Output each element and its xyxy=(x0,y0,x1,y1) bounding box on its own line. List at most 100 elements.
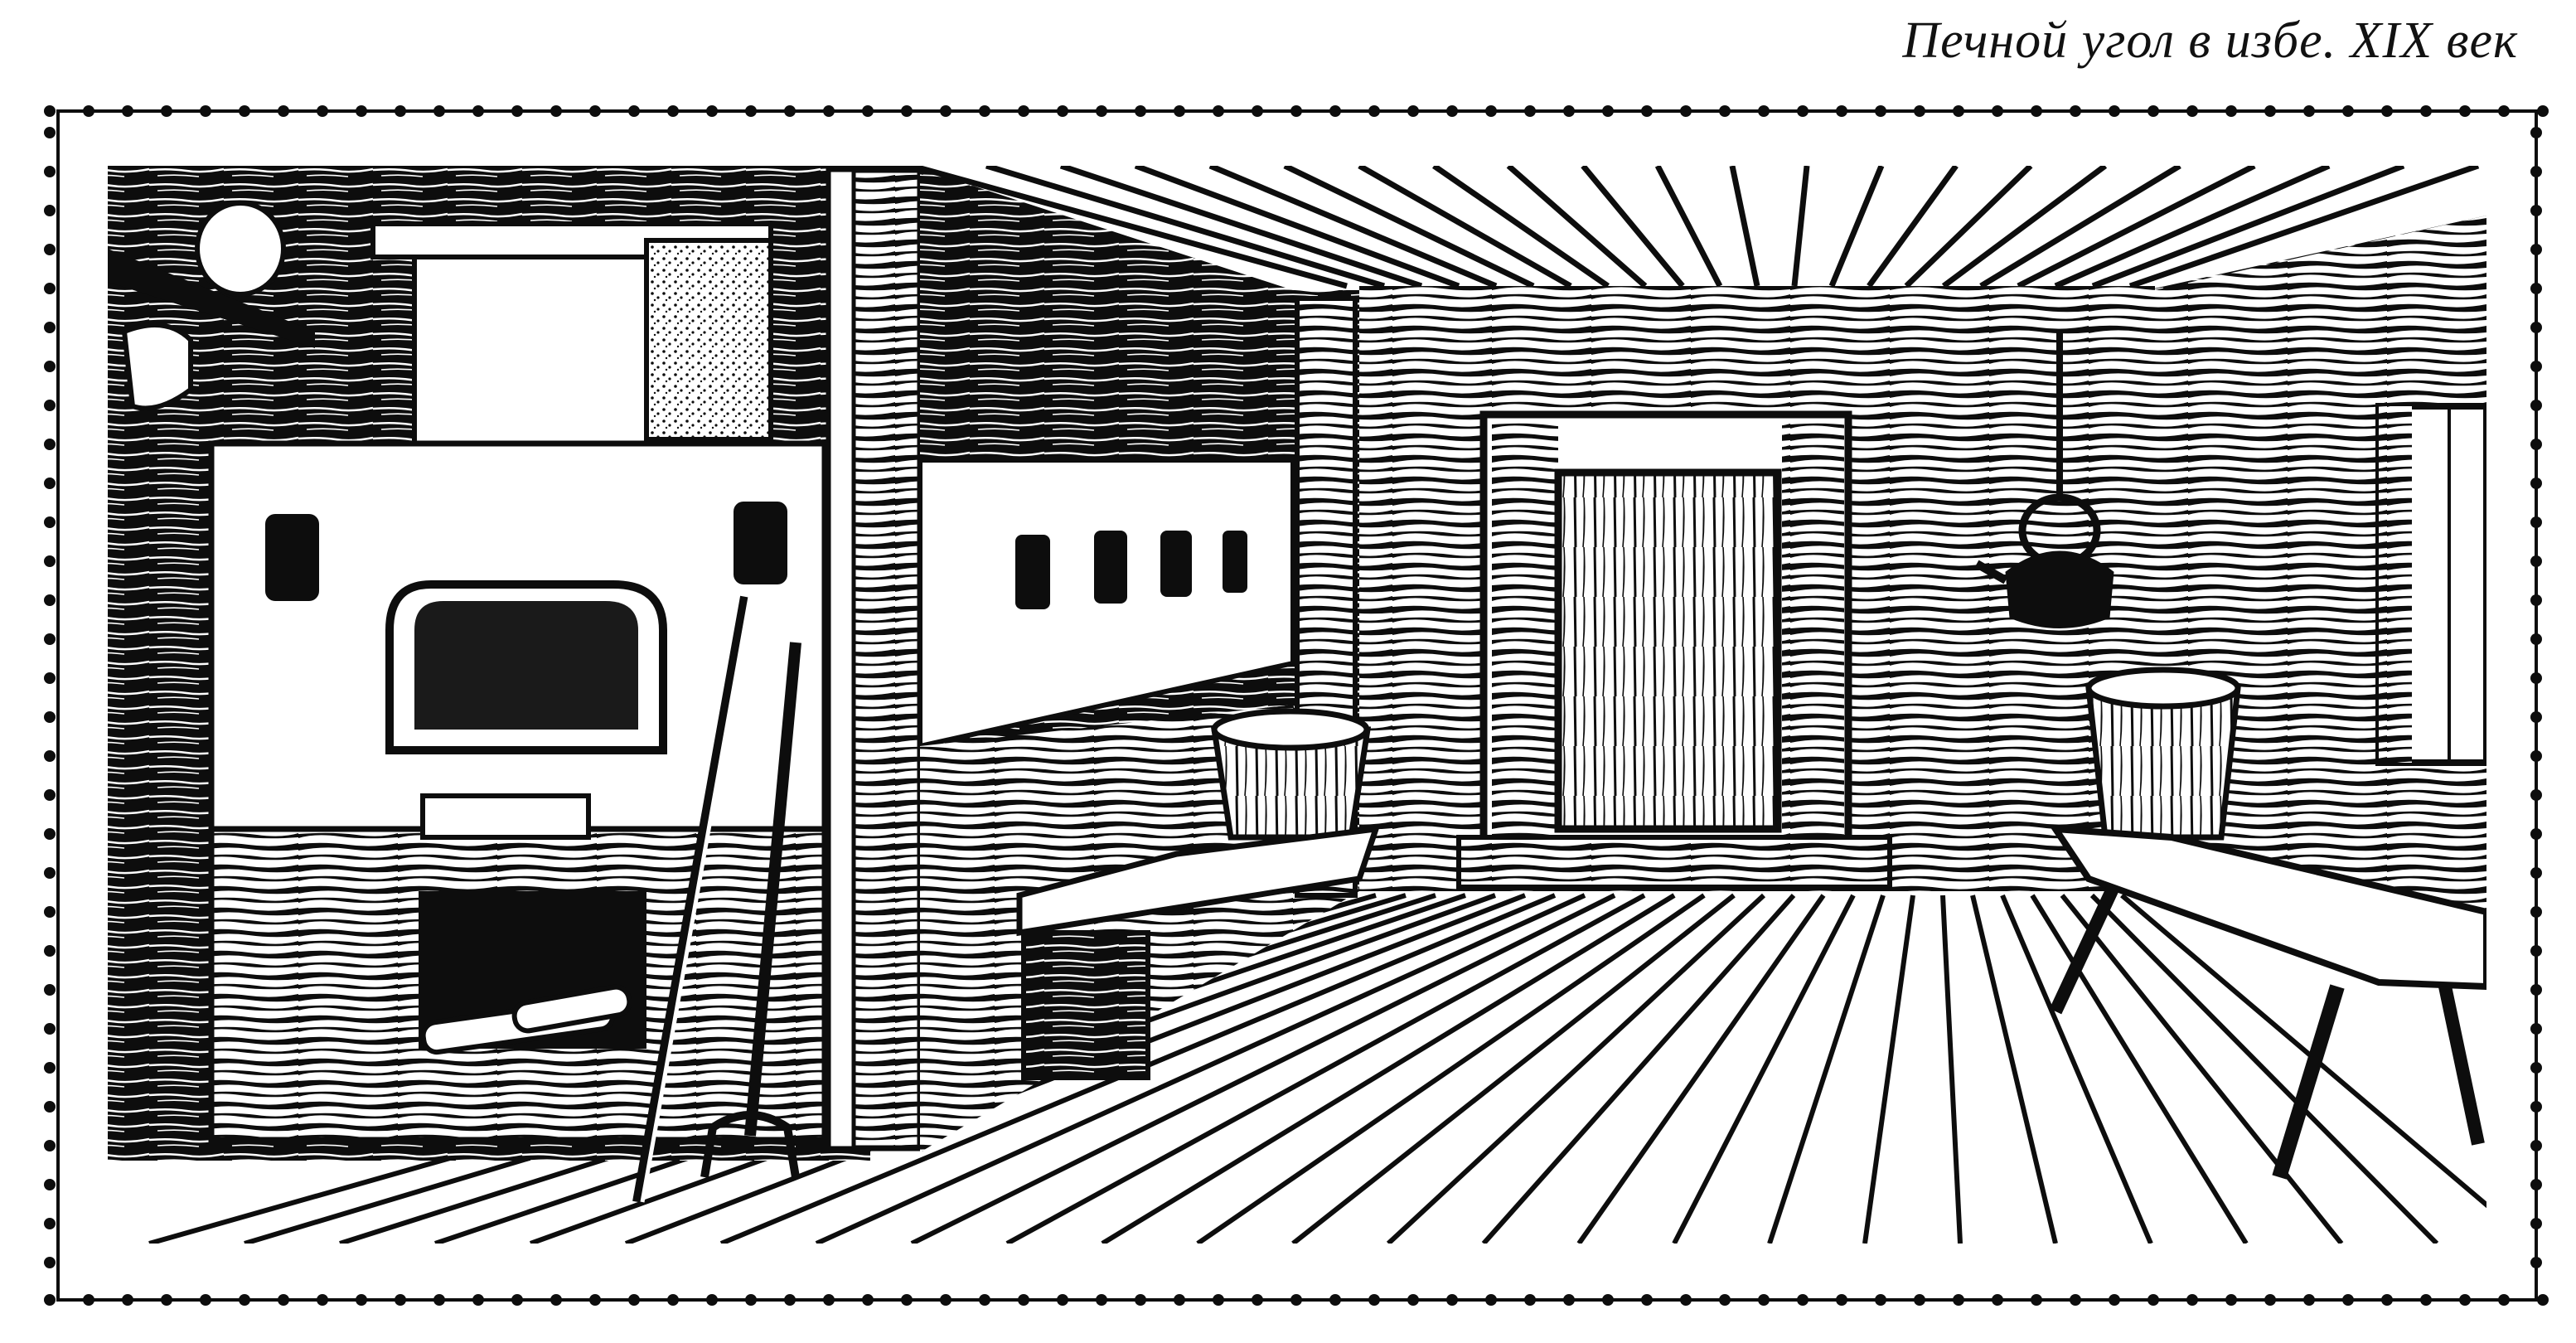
perforation-dot xyxy=(44,555,56,567)
perforation-dot xyxy=(44,1140,56,1151)
perforation-dot xyxy=(44,1101,56,1113)
ceiling-plank xyxy=(1654,166,1723,288)
floor-plank xyxy=(1386,893,1766,1244)
hanging-kettle xyxy=(1974,332,2114,628)
perforation-dot xyxy=(44,711,56,723)
ceiling-plank xyxy=(1867,166,1959,288)
clay-pot xyxy=(195,201,286,297)
perforation-dot xyxy=(44,1294,56,1306)
floor-plank xyxy=(1767,895,1886,1244)
floor-plank xyxy=(1005,893,1646,1244)
towel xyxy=(121,322,193,411)
ceiling xyxy=(911,166,2486,290)
bench xyxy=(1016,825,1381,1080)
jar xyxy=(1094,531,1127,604)
ceiling-plank xyxy=(1979,166,2181,288)
perforation-dot xyxy=(44,400,56,411)
ceiling-plank xyxy=(1358,166,1572,289)
ceiling-plank xyxy=(911,166,1348,289)
ceiling-plank xyxy=(2091,166,2405,289)
ceiling-plank xyxy=(1134,166,1460,289)
ceiling-plank xyxy=(2054,166,2331,289)
wall-shelf xyxy=(108,201,315,411)
floor-plank xyxy=(1862,895,1915,1244)
wooden-tub xyxy=(2085,667,2241,841)
floor-plank xyxy=(2089,893,2439,1244)
floor-plank xyxy=(1101,893,1676,1244)
ceiling-plank xyxy=(1941,166,2108,288)
perforation-dot xyxy=(44,828,56,840)
perforation-dot xyxy=(44,361,56,372)
floor-plank xyxy=(1970,895,2058,1244)
wooden-tub xyxy=(1210,708,1372,841)
ceiling-plank xyxy=(2128,166,2480,289)
perforation-dot xyxy=(44,1218,56,1229)
door xyxy=(1554,468,1782,833)
firewood xyxy=(420,984,632,1055)
perforation-dot xyxy=(44,283,56,294)
perforation-dot xyxy=(44,439,56,450)
jar xyxy=(1015,535,1050,609)
perforation-dot xyxy=(44,867,56,879)
perforation-dot xyxy=(44,516,56,528)
ceiling-plank xyxy=(1283,166,1535,289)
ceiling-plank xyxy=(1506,166,1648,288)
jar xyxy=(1223,531,1247,593)
ceiling-plank xyxy=(1729,166,1760,287)
perforation-dot xyxy=(44,906,56,918)
floor-plank xyxy=(1672,894,1856,1244)
floor-plank xyxy=(2120,893,2486,1209)
bench xyxy=(2049,825,2486,1180)
perforation-dot xyxy=(44,205,56,216)
perforation-dot xyxy=(2537,1294,2549,1306)
floor-plank xyxy=(2060,894,2344,1244)
perforation-dot xyxy=(44,789,56,801)
ceiling-plank xyxy=(2017,166,2256,289)
floor-plank xyxy=(1481,894,1796,1244)
window xyxy=(2375,403,2486,766)
perforation-dot xyxy=(44,127,56,138)
perforation-dot xyxy=(44,984,56,996)
perforation-dot xyxy=(44,1179,56,1190)
floor-plank xyxy=(2030,894,2249,1244)
perforation-dot xyxy=(44,322,56,333)
ceiling-plank xyxy=(1208,166,1498,289)
ceiling-plank xyxy=(1059,166,1423,289)
floor-plank xyxy=(1291,893,1736,1244)
illustration-caption: Печной угол в избе. XIX век xyxy=(1902,12,2518,69)
ceiling-plank xyxy=(1828,166,1885,288)
perforation-dot xyxy=(44,244,56,255)
ceiling-plank xyxy=(1432,166,1610,288)
threshold xyxy=(1456,835,1892,890)
frame-line xyxy=(56,109,2538,1302)
perforation-dot xyxy=(44,1023,56,1035)
perforation-dot xyxy=(44,750,56,762)
floor-plank xyxy=(1196,893,1706,1244)
floor-plank xyxy=(1940,895,1963,1244)
perforation-dot xyxy=(44,945,56,957)
perforation-dot xyxy=(44,1257,56,1268)
perforation-dot xyxy=(44,478,56,489)
perforation-dot xyxy=(44,166,56,177)
chimney-hood xyxy=(370,221,773,450)
floor-plank xyxy=(910,893,1616,1244)
oven-fork xyxy=(632,595,801,1204)
jar xyxy=(1160,531,1192,597)
stove-opening xyxy=(414,601,638,730)
floor-plank xyxy=(2000,894,2153,1244)
wall-shelf-with-jars xyxy=(918,174,1295,749)
doorway xyxy=(1456,410,1892,890)
ceiling-plank xyxy=(1791,166,1810,287)
ceiling-plank xyxy=(985,166,1386,289)
perforation-dot xyxy=(44,1062,56,1074)
ceiling-plank xyxy=(1904,166,2033,288)
floor-plank xyxy=(1576,894,1826,1244)
russian-stove xyxy=(208,440,828,1143)
ceiling-plank xyxy=(1581,166,1685,288)
perforation-dot xyxy=(44,672,56,684)
stove-niche xyxy=(734,502,787,584)
stove-niche xyxy=(265,514,319,601)
floor-plank xyxy=(815,893,1586,1244)
perforation-dot xyxy=(2537,105,2549,117)
